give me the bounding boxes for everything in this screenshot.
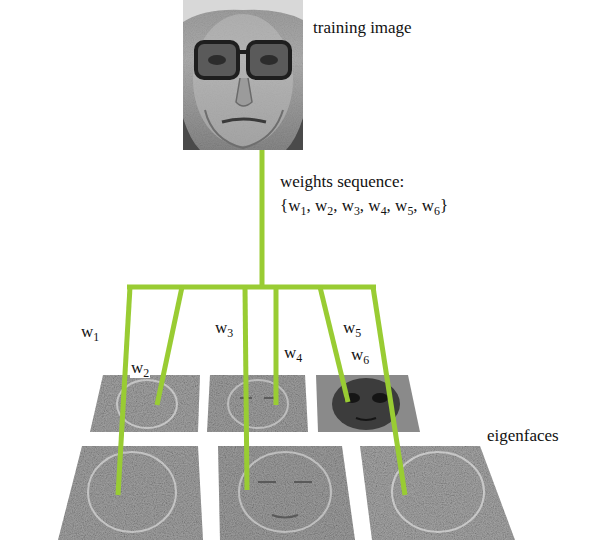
weight-label: w4: [283, 343, 303, 363]
weights-sequence: {w1, w2, w3, w4, w5, w6}: [279, 196, 449, 216]
weight-lines: [118, 150, 405, 495]
weight-label: w5: [342, 318, 362, 338]
weights-heading: weights sequence:: [279, 172, 405, 192]
image-caption: training image: [312, 18, 413, 38]
branch-bar: [127, 285, 376, 290]
weight-line: [245, 287, 247, 490]
eigenface-image: [316, 375, 420, 432]
weight-label: w2: [130, 358, 150, 378]
weight-label: w3: [214, 318, 234, 338]
eigenface-image: [360, 446, 515, 540]
weight-line: [274, 287, 279, 405]
eigenface-image: [58, 446, 203, 540]
weight-line: [320, 287, 348, 402]
weight-line: [118, 287, 130, 495]
weight-line: [157, 287, 182, 405]
eigenface-image: [90, 375, 200, 432]
section-label: eigenfaces: [486, 426, 560, 446]
training-photo: [183, 0, 303, 150]
eigenface-image: [207, 375, 308, 432]
eigenface-panels: [58, 375, 515, 540]
weight-line: [373, 287, 405, 495]
weight-label: w1: [80, 322, 100, 342]
weight-label: w6: [350, 345, 370, 365]
trunk-line: [260, 150, 265, 289]
eigenface-image: [218, 446, 355, 540]
